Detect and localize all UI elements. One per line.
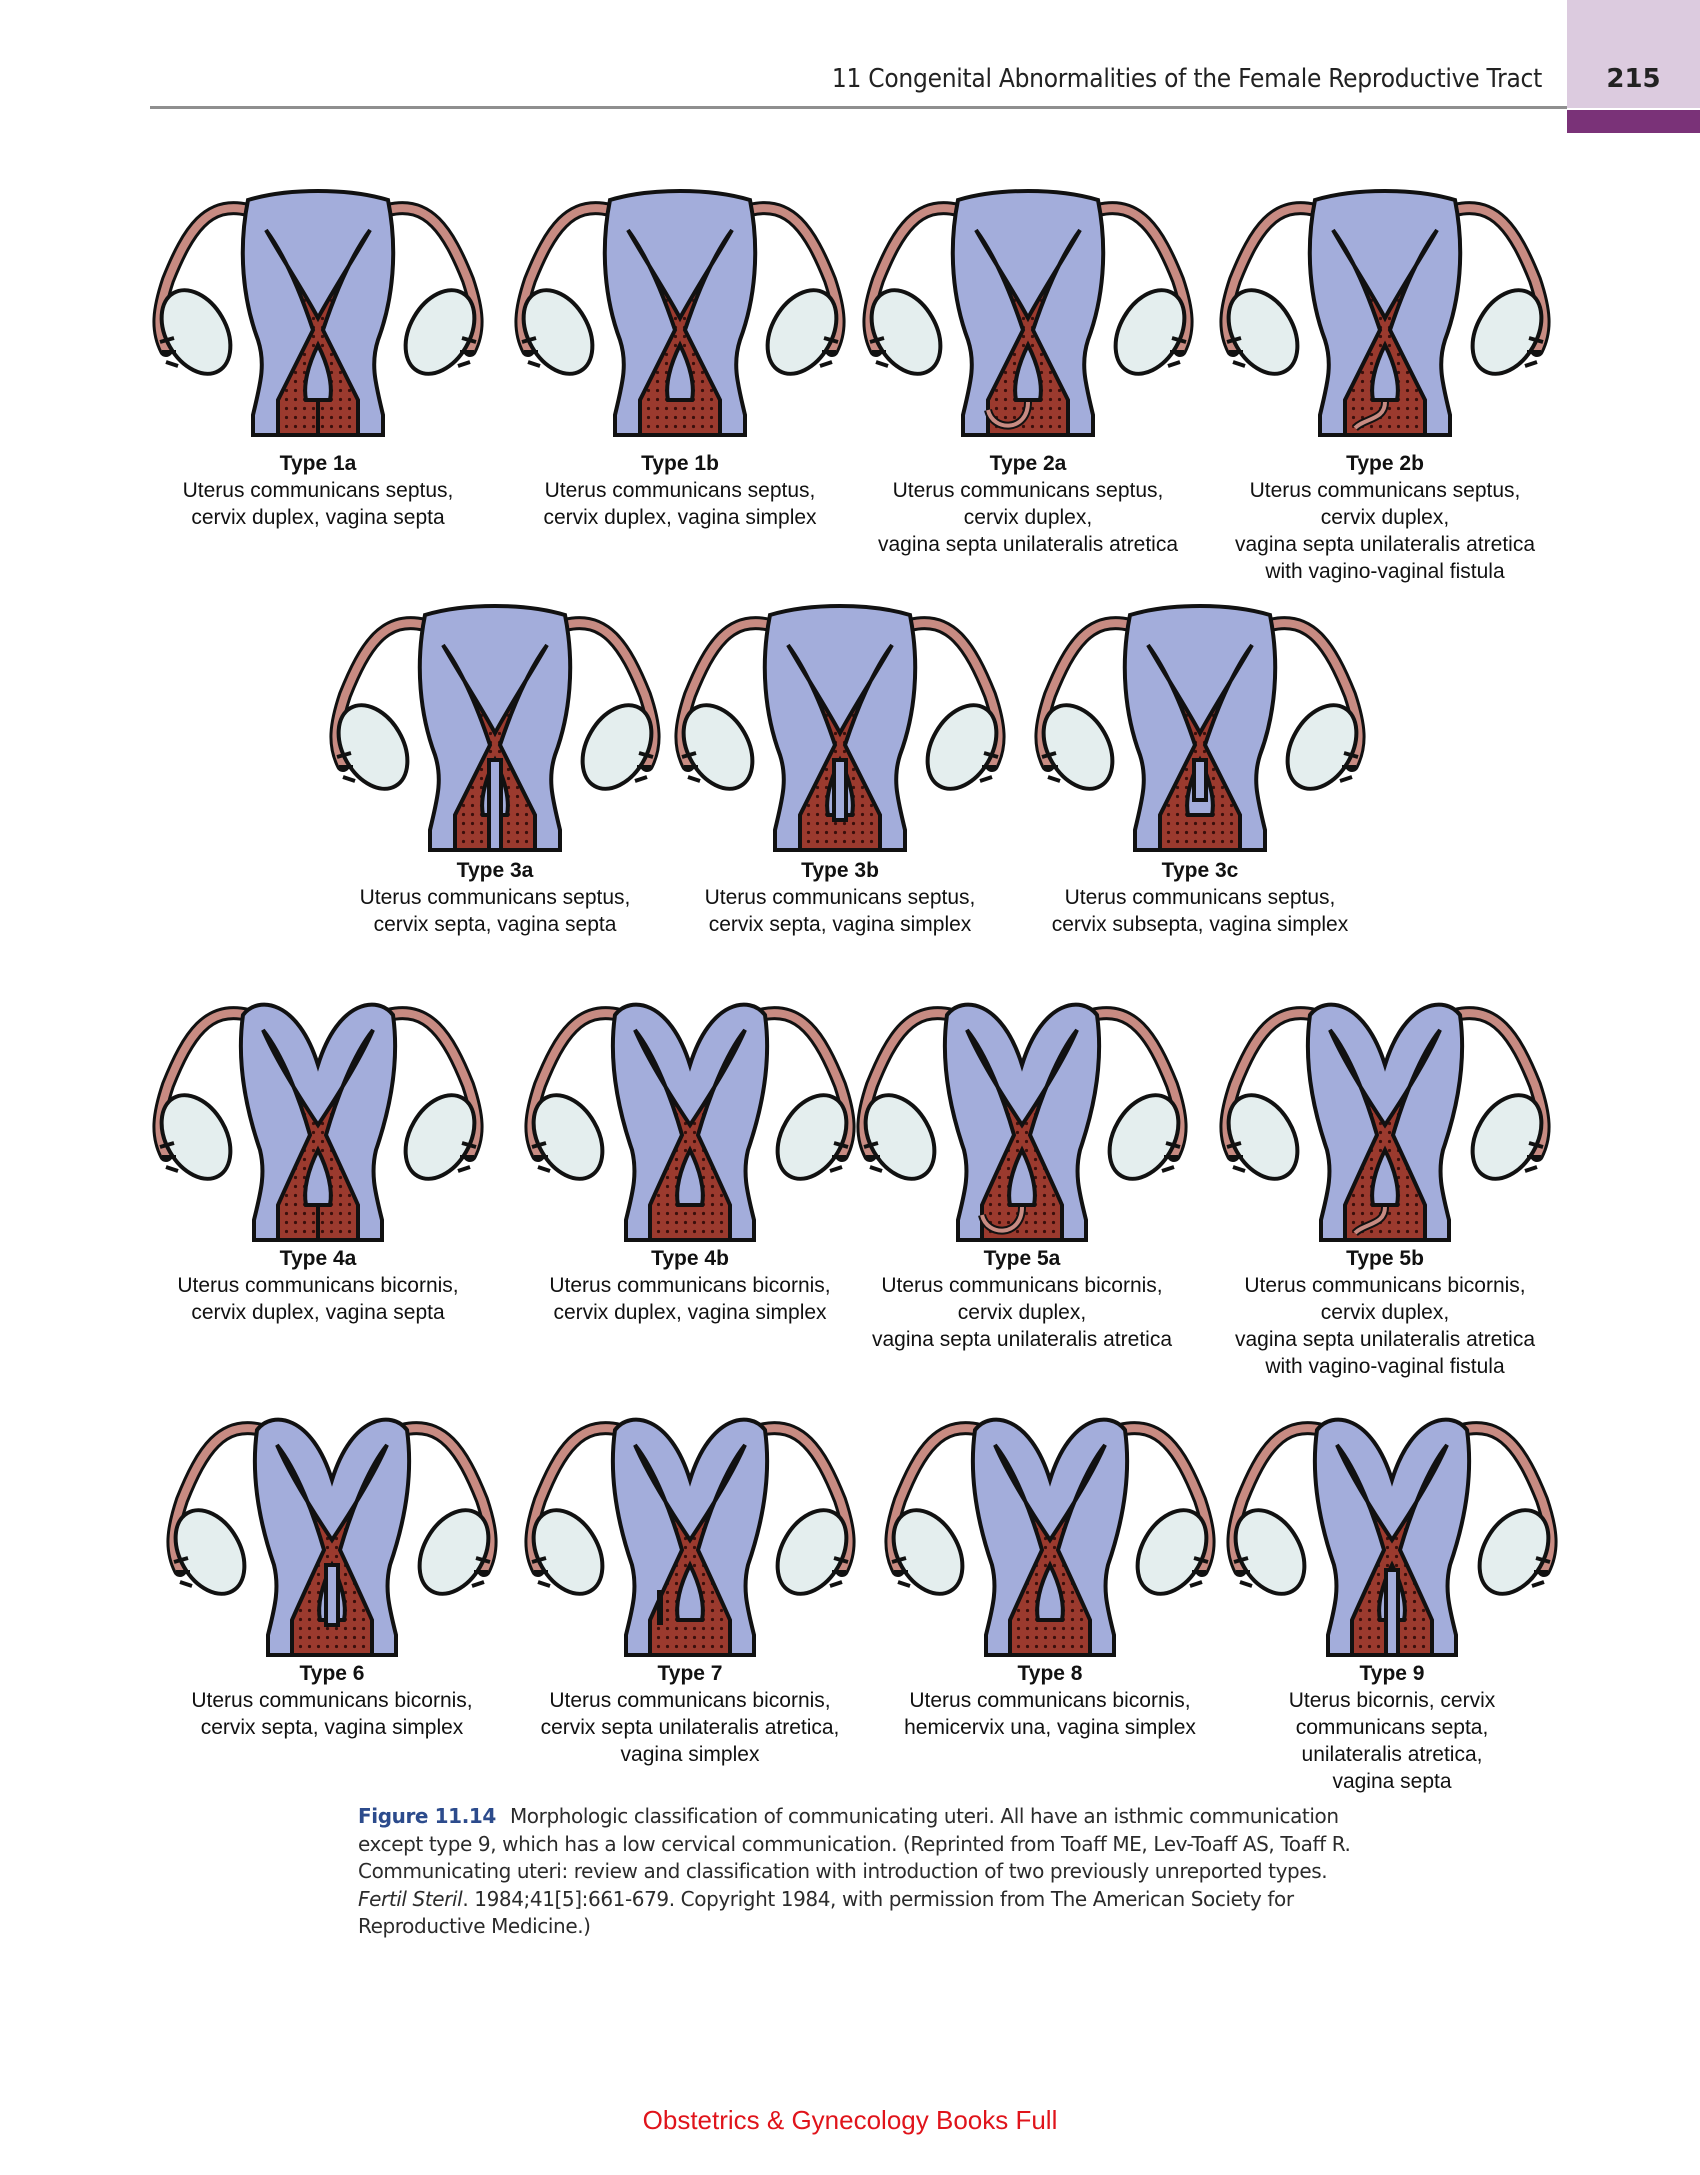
illustration-type-5a <box>842 975 1202 1250</box>
chapter-tab-accent <box>1567 110 1700 133</box>
illustration-type-1a <box>138 170 498 445</box>
illustration-type-6 <box>152 1390 512 1665</box>
illustration-type-3c <box>1020 585 1380 860</box>
illustration-type-5b <box>1205 975 1565 1250</box>
illustration-type-3a <box>315 585 675 860</box>
illustration-type-1b <box>500 170 860 445</box>
figure-number: Figure 11.14 <box>358 1804 496 1828</box>
caption-citation: . 1984;41[5]:661-679. Copyright 1984, wi… <box>358 1886 1294 1939</box>
illustration-type-4b <box>510 975 870 1250</box>
header-rule <box>150 106 1567 109</box>
illustration-type-7 <box>510 1390 870 1665</box>
illustration-type-3b <box>660 585 1020 860</box>
caption-journal: Fertil Steril <box>358 1886 463 1911</box>
running-head: 11 Congenital Abnormalities of the Femal… <box>831 64 1542 94</box>
illustration-type-9 <box>1212 1390 1572 1665</box>
illustration-type-2b <box>1205 170 1565 445</box>
illustration-type-8 <box>870 1390 1230 1665</box>
caption-text: Morphologic classification of communicat… <box>358 1804 1351 1883</box>
page-number: 215 <box>1606 64 1661 94</box>
watermark-text: Obstetrics & Gynecology Books Full <box>642 2105 1058 2135</box>
chapter-tab <box>1567 0 1700 108</box>
illustration-type-2a <box>848 170 1208 445</box>
illustration-type-4a <box>138 975 498 1250</box>
